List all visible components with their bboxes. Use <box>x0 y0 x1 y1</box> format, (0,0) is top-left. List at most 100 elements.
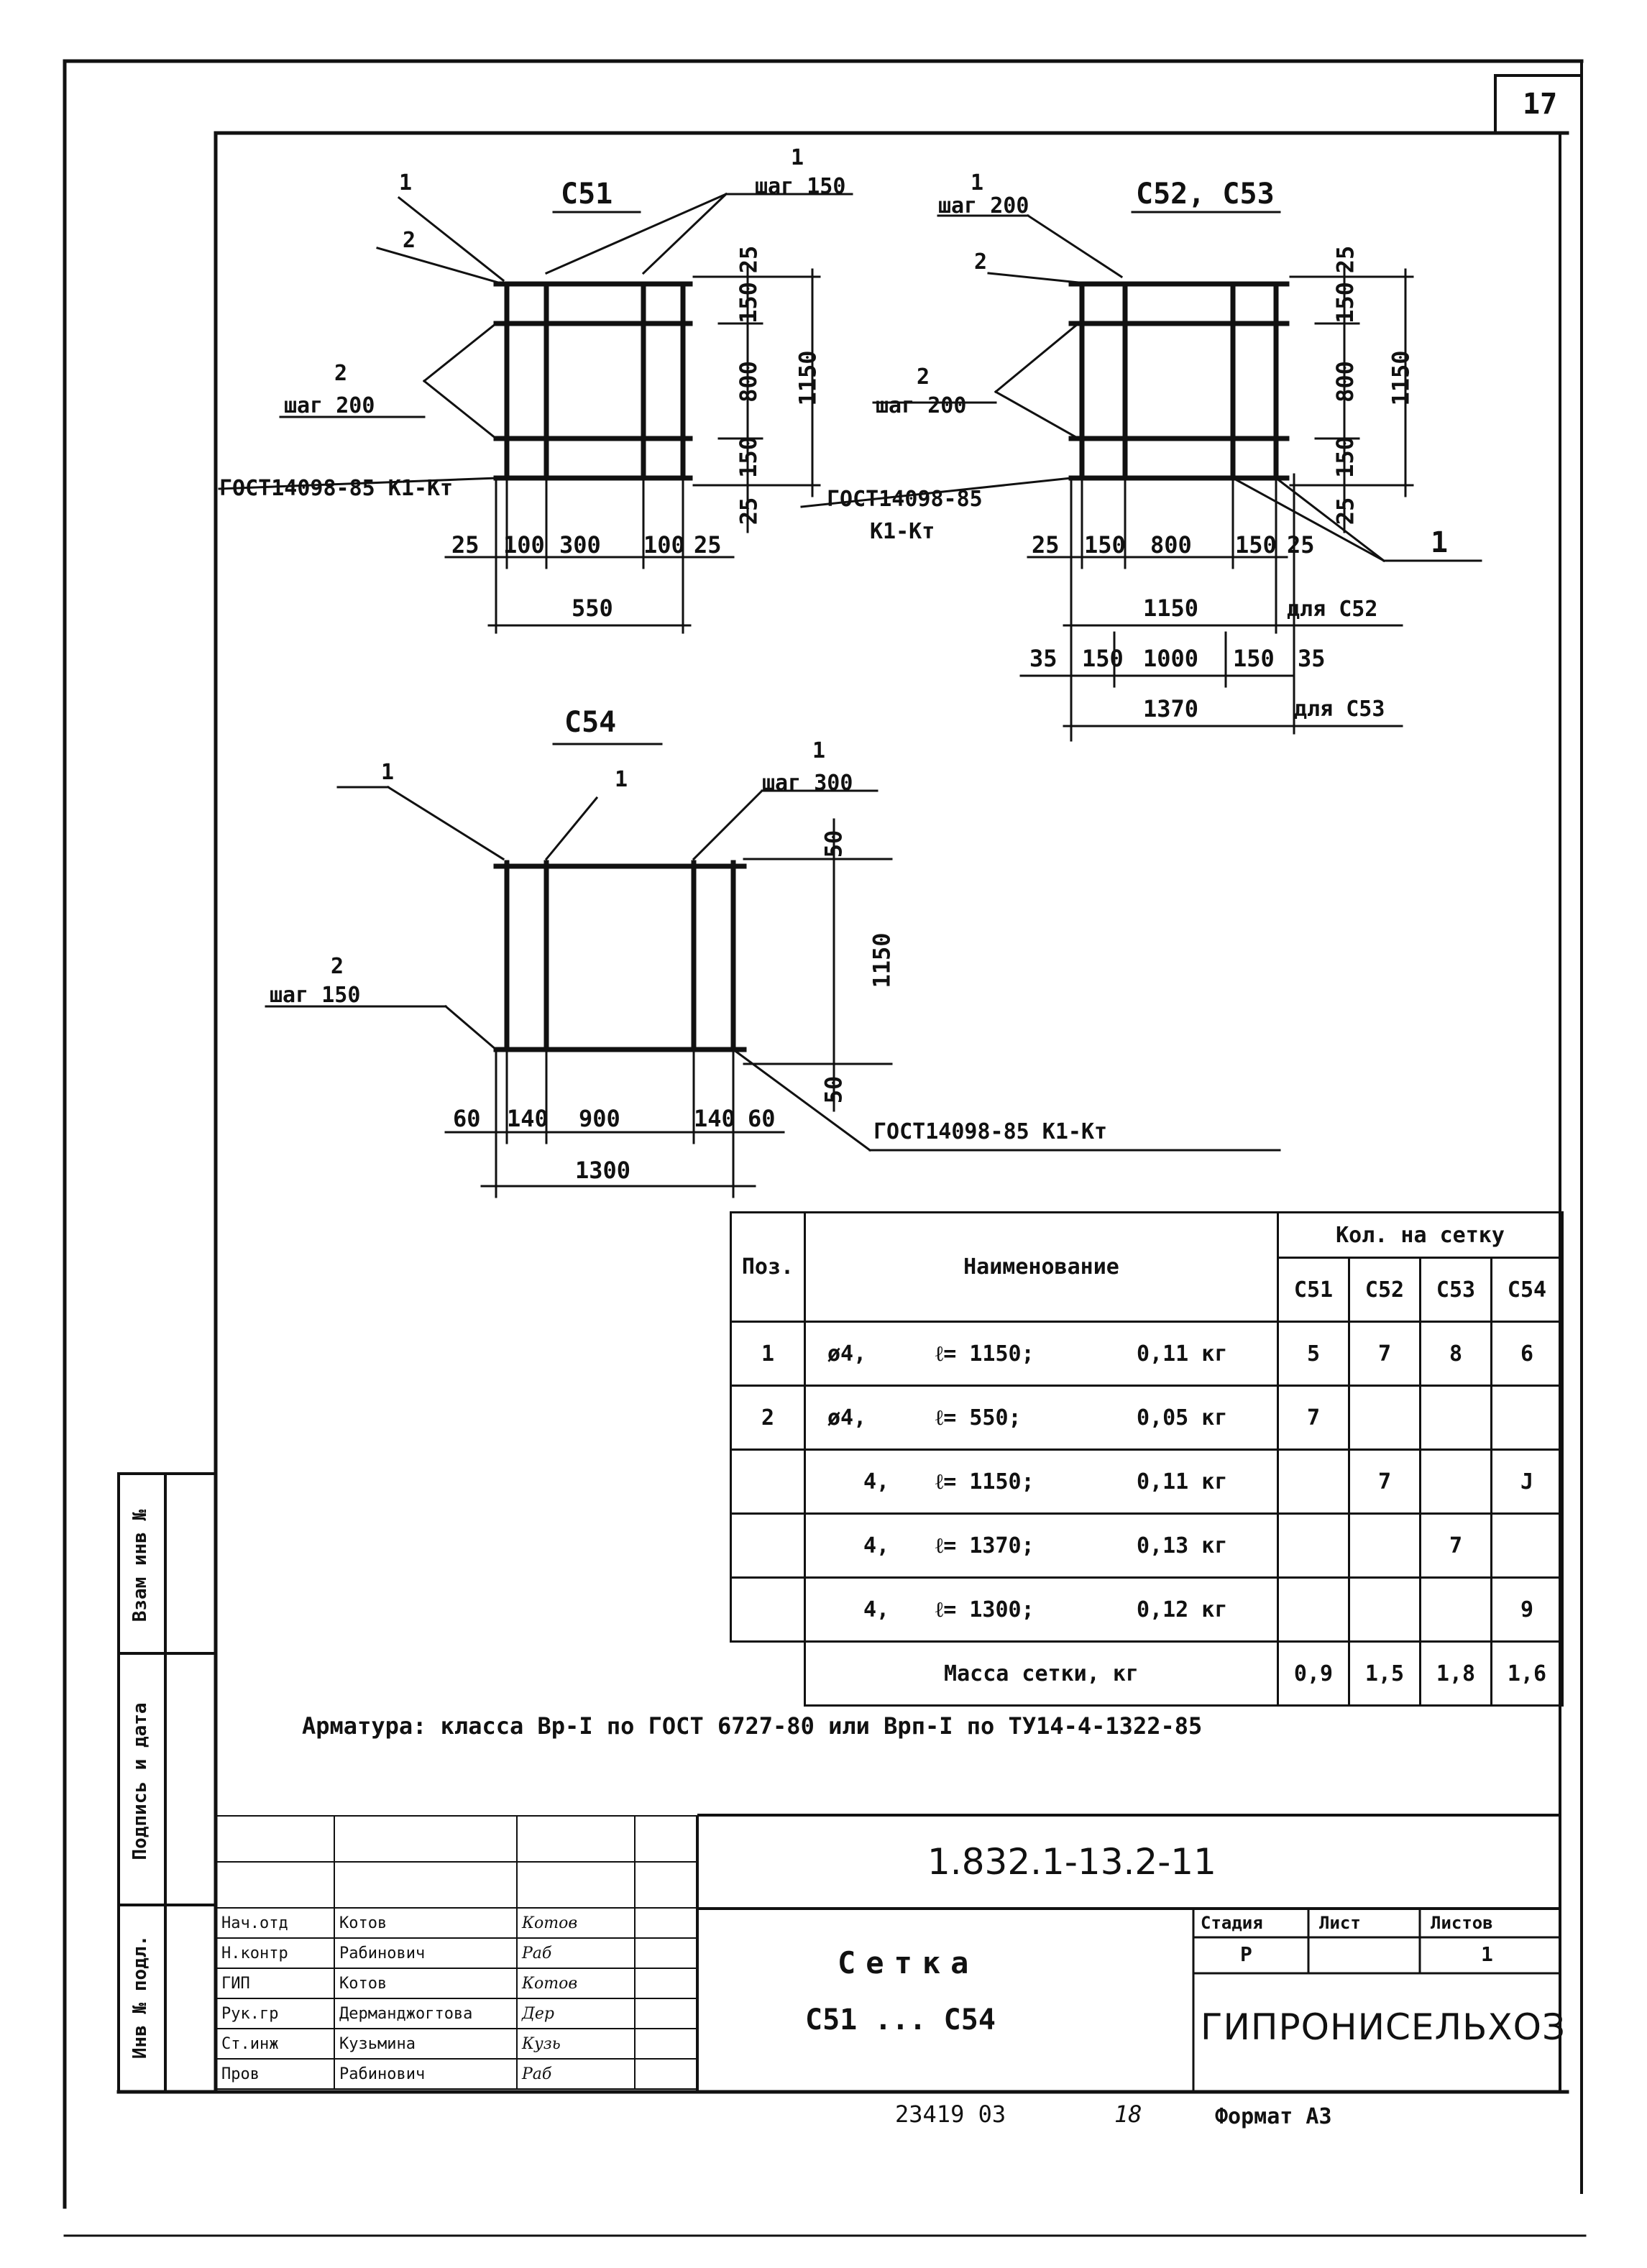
organization: ГИПРОНИСЕЛЬХОЗ <box>1201 2006 1566 2048</box>
row-q <box>1277 1576 1350 1643</box>
c52-callout-3: 2 <box>917 364 930 390</box>
stamp-signature: Раб <box>516 1937 636 1969</box>
spec-sub-c54: С54 <box>1490 1257 1564 1323</box>
row-q: 7 <box>1348 1449 1421 1515</box>
total-label: Масса сетки, кг <box>804 1640 1279 1707</box>
row-q <box>1490 1385 1564 1451</box>
doc-code: 1.832.1-13.2-11 <box>927 1841 1216 1883</box>
c54-callout-step2: шаг 150 <box>270 983 361 1008</box>
total-value: 1,5 <box>1348 1640 1421 1707</box>
sheets-value: 1 <box>1481 1942 1493 1966</box>
c51-callout-2: 2 <box>403 228 416 253</box>
c52-dim-a2: 800 <box>1150 531 1192 559</box>
spec-sub-c51: С51 <box>1277 1257 1350 1323</box>
stamp-row: Нач.отд Котов Котов <box>216 1907 697 1939</box>
footer-inv: 23419 03 <box>895 2101 1006 2128</box>
spec-head-qty: Кол. на сетку <box>1277 1211 1564 1259</box>
row-q <box>1419 1385 1492 1451</box>
stamp-row: Н.контр Рабинович Раб <box>216 1937 697 1969</box>
sheet-head: Лист <box>1319 1913 1361 1933</box>
stamp-signature: Котов <box>516 1968 636 1999</box>
stamp-role: Рук.гр <box>216 1998 335 2029</box>
stamp-name: Кузьмина <box>334 2028 518 2060</box>
total-value: 1,8 <box>1419 1640 1492 1707</box>
stamp-signature: Котов <box>516 1907 636 1939</box>
row-q: 9 <box>1490 1576 1564 1643</box>
row-dia: 4, <box>863 1597 890 1622</box>
stamp-signature: Раб <box>516 2058 636 2090</box>
c51-dim-b0: 25 <box>451 531 480 559</box>
doc-title: Сетка <box>838 1945 979 1980</box>
row-q: 7 <box>1277 1385 1350 1451</box>
c51-callout-step2: шаг 200 <box>284 393 375 418</box>
stamp-role: Пров <box>216 2058 335 2090</box>
c54-gost: ГОСТ14098-85 К1-Кт <box>873 1119 1108 1144</box>
c51-callout-1: 1 <box>399 170 413 196</box>
sheets-head: Листов <box>1431 1913 1493 1933</box>
c54-dim-b0: 60 <box>453 1105 481 1132</box>
row-q: J <box>1490 1449 1564 1515</box>
page-number: 17 <box>1523 88 1558 121</box>
c52-total-a: 1150 <box>1143 594 1199 622</box>
row-len: ℓ= 1150; <box>935 1341 1034 1367</box>
c54-callout-2: 1 <box>615 767 628 792</box>
stamp-row: Ст.инж Кузьмина Кузь <box>216 2028 697 2060</box>
c53-dim-b3: 150 <box>1233 645 1275 672</box>
row-len: ℓ= 1370; <box>935 1533 1034 1558</box>
spec-head-name: Наименование <box>804 1211 1279 1323</box>
row-q <box>1277 1449 1350 1515</box>
row-q <box>1348 1512 1421 1579</box>
c51-dim-b4: 25 <box>694 531 722 559</box>
c54-dim-b2: 900 <box>579 1105 620 1132</box>
footer-num: 18 <box>1114 2101 1142 2128</box>
row-dia: ø4, <box>827 1405 867 1431</box>
row-len: ℓ= 1150; <box>935 1469 1034 1495</box>
c51-dim-total-w: 550 <box>572 594 613 622</box>
stamp-name: Рабинович <box>334 2058 518 2090</box>
c51-title: С51 <box>561 178 613 211</box>
spec-head-pos: Поз. <box>730 1211 806 1323</box>
row-dia: 4, <box>863 1469 890 1495</box>
row-mass: 0,05 кг <box>1137 1405 1228 1431</box>
stamp-role: Ст.инж <box>216 2028 335 2060</box>
row-len: ℓ= 550; <box>935 1405 1022 1431</box>
row-q <box>1490 1512 1564 1579</box>
stamp-signature: Дер <box>516 1998 636 2029</box>
row-q <box>1277 1512 1350 1579</box>
table-row: 4, ℓ= 1150; 0,11 кг 7 J <box>730 1449 1564 1515</box>
spec-sub-c53: С53 <box>1419 1257 1492 1323</box>
c51-dim-b3: 100 <box>643 531 685 559</box>
c54-callout-3: 1 <box>812 738 826 763</box>
table-row: 4,ℓ= 1370;0,13 кг 7 <box>730 1512 1564 1579</box>
table-total-row: Масса сетки, кг 0,9 1,5 1,8 1,6 <box>730 1640 1564 1707</box>
row-q <box>1348 1576 1421 1643</box>
c53-note-b: для С53 <box>1294 697 1385 722</box>
row-mass: 0,11 кг <box>1137 1469 1228 1495</box>
stage-head: Стадия <box>1201 1913 1263 1933</box>
c54-dim-b1: 140 <box>507 1105 549 1132</box>
c53-dim-b4: 35 <box>1298 645 1326 672</box>
c52-callout-1: 1 <box>971 170 984 196</box>
row-name: 4, ℓ= 1150; 0,11 кг <box>804 1449 1279 1515</box>
total-value: 1,6 <box>1490 1640 1564 1707</box>
row-pos: 2 <box>730 1385 806 1451</box>
row-q: 6 <box>1490 1321 1564 1387</box>
total-value: 0,9 <box>1277 1640 1350 1707</box>
spec-sub-c52: С52 <box>1348 1257 1421 1323</box>
c51-callout-3: 1 <box>791 145 804 170</box>
row-name: 4,ℓ= 1370;0,13 кг <box>804 1512 1279 1579</box>
row-name: ø4,ℓ= 1150;0,11 кг <box>804 1321 1279 1387</box>
c51-callout-step: шаг 150 <box>755 174 846 199</box>
c51-dim-b2: 300 <box>559 531 601 559</box>
stamp-name: Дерманджогтова <box>334 1998 518 2029</box>
stamp-name: Котов <box>334 1907 518 1939</box>
spec-table: Поз. Наименование Кол. на сетку С51 С52 … <box>730 1211 1564 1707</box>
title-block-people: Нач.отд Котов Котов Н.контр Рабинович Ра… <box>216 1815 697 2090</box>
row-dia: ø4, <box>827 1341 867 1367</box>
stage-value: Р <box>1240 1942 1252 1966</box>
row-pos: 1 <box>730 1321 806 1387</box>
table-row: 2 ø4, ℓ= 550; 0,05 кг 7 <box>730 1385 1564 1451</box>
c54-dim-b4: 60 <box>748 1105 776 1132</box>
c52-callout-2: 2 <box>974 249 988 275</box>
